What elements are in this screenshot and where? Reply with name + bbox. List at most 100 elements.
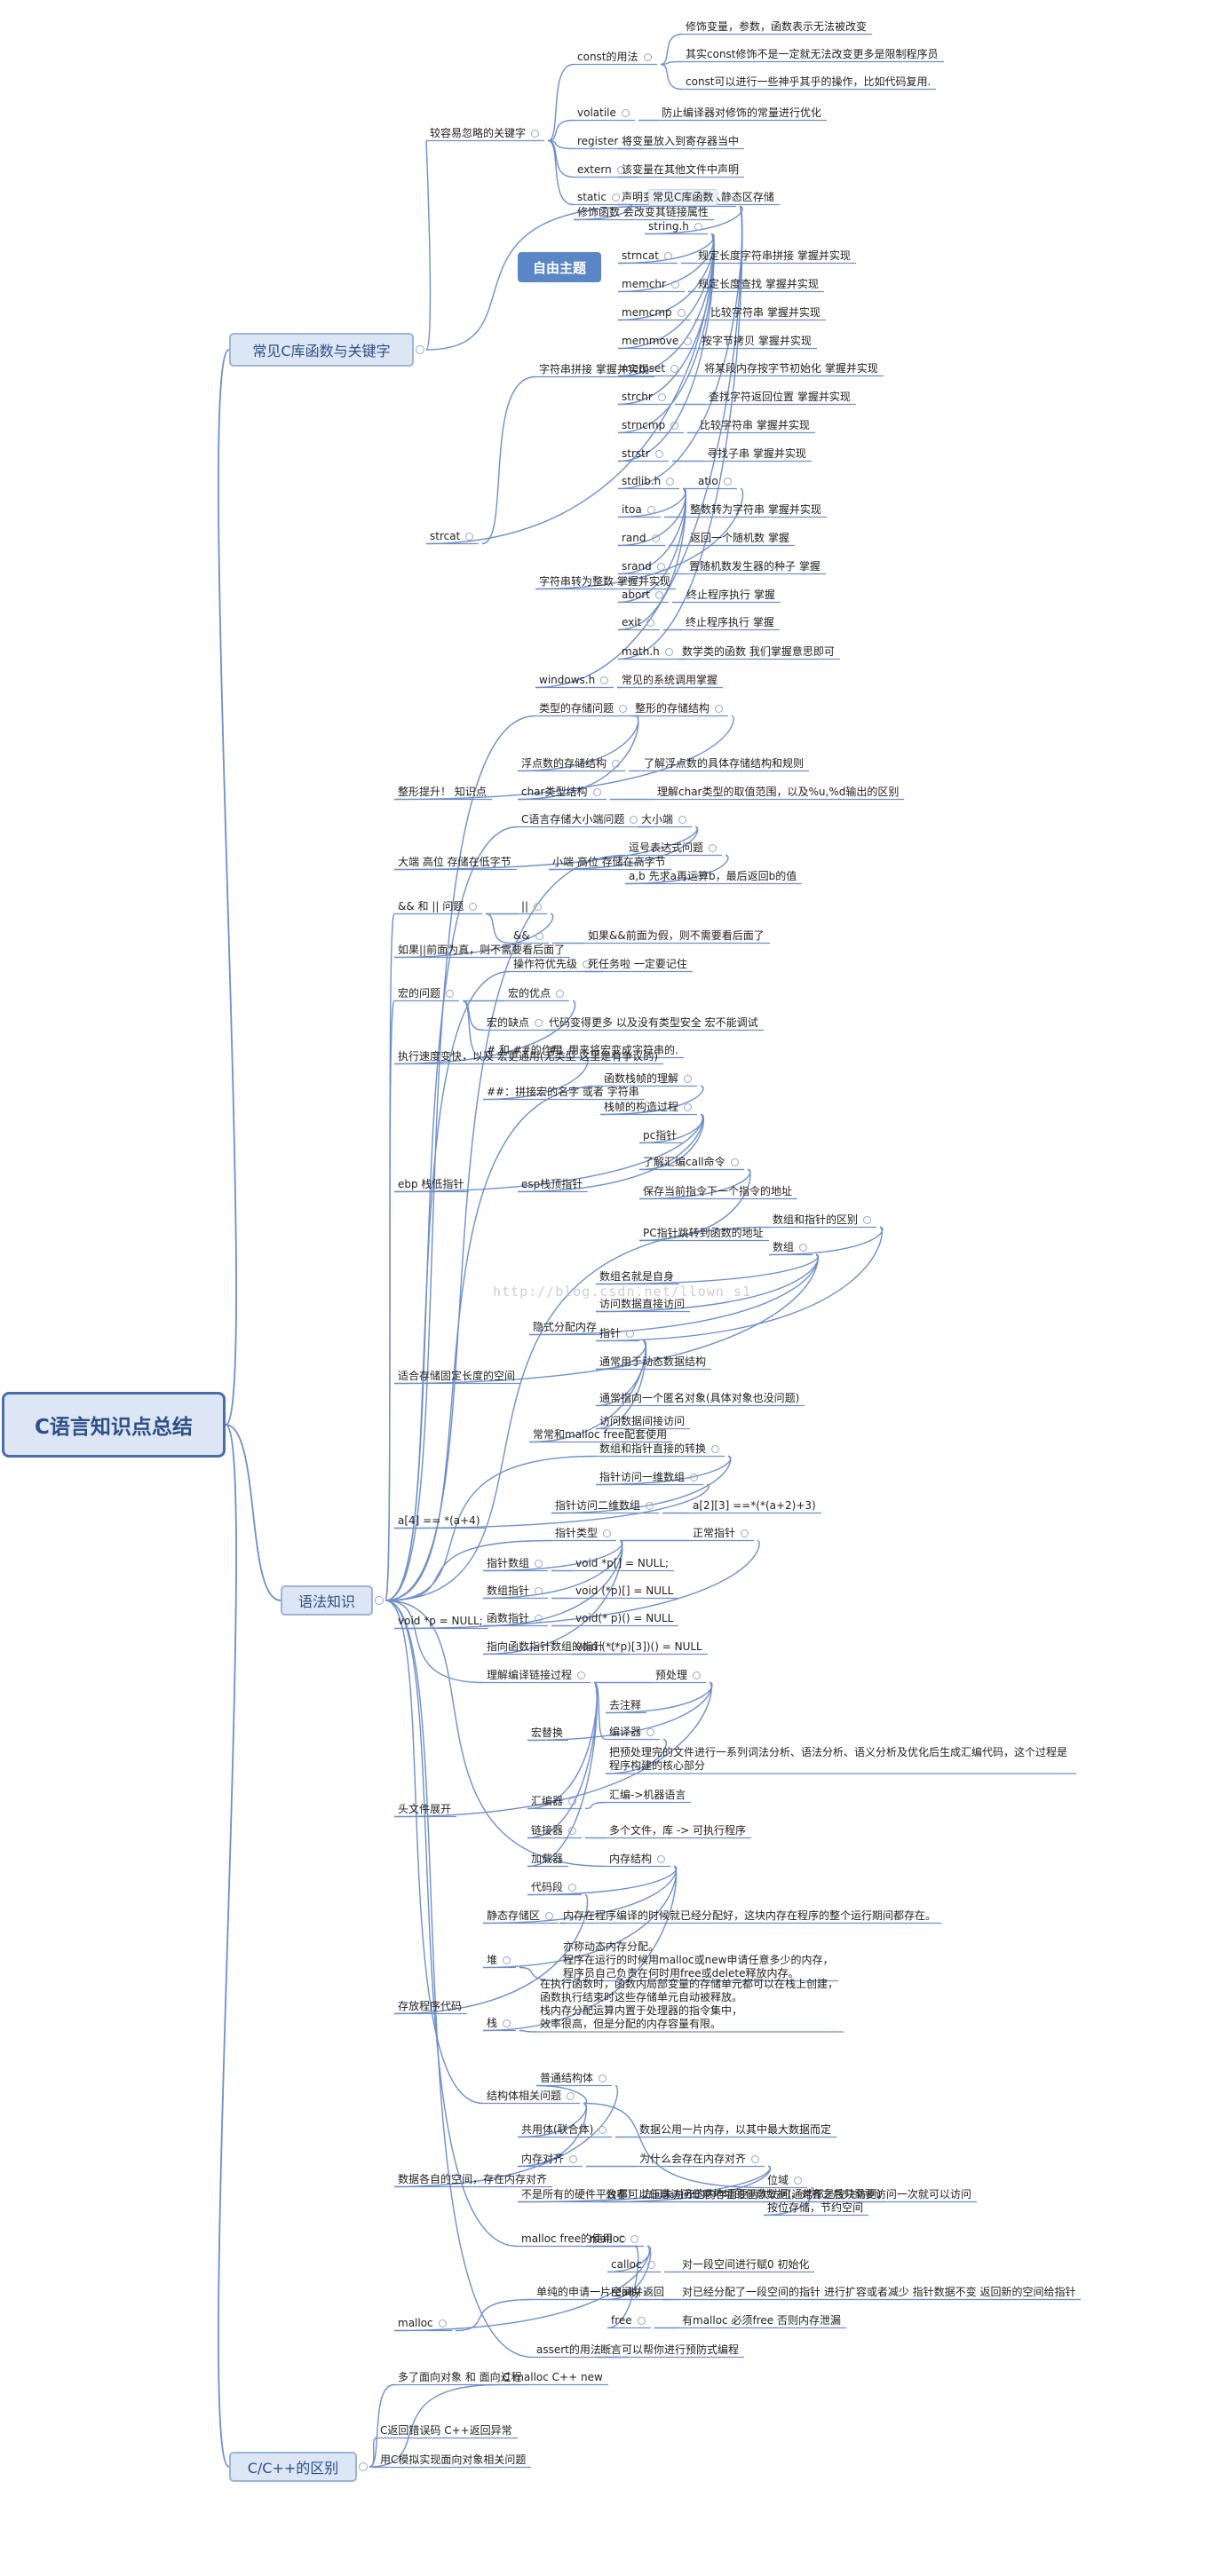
collapse-toggle-icon[interactable] [609, 1642, 618, 1651]
topic-node[interactable]: 通常用于动态数据结构 [599, 1355, 706, 1369]
topic-node[interactable]: strstr [622, 447, 663, 461]
collapse-toggle-icon[interactable] [612, 759, 621, 768]
topic-node[interactable]: 静态存储区 [487, 1909, 554, 1923]
topic-node[interactable]: 理解char类型的取值范围，以及%u,%d输出的区别 [657, 786, 899, 799]
topic-node[interactable]: ##：拼接宏的名字 或者 字符串 [487, 1086, 639, 1099]
collapse-toggle-icon[interactable] [568, 1797, 577, 1806]
collapse-toggle-icon[interactable] [630, 815, 638, 824]
topic-node[interactable]: itoa [622, 503, 655, 517]
topic-node[interactable]: 内存结构 [609, 1853, 666, 1866]
collapse-toggle-icon[interactable] [637, 2316, 646, 2325]
topic-node[interactable]: 查找字符返回位置 掌握并实现 [709, 391, 851, 404]
collapse-toggle-icon[interactable] [723, 193, 732, 201]
topic-node[interactable]: 适合存储固定长度的空间 [398, 1370, 515, 1383]
topic-node[interactable]: 对已经分配了一段空间的指针 进行扩容或者减少 指针数据不变 返回新的空间给指针 [682, 2286, 1075, 2299]
collapse-toggle-icon[interactable] [535, 1586, 543, 1595]
topic-node[interactable]: PC指针跳转到函数的地址 [643, 1227, 764, 1240]
topic-node[interactable]: volatile [577, 107, 630, 120]
topic-node[interactable]: 有malloc 必须free 否则内存泄漏 [682, 2314, 841, 2327]
collapse-toggle-icon[interactable] [611, 193, 620, 201]
topic-node[interactable]: abort [622, 589, 663, 602]
topic-node[interactable]: esp栈顶指针 [521, 1178, 583, 1191]
topic-node[interactable]: 执行速度变快，以及 宏更通用(无类型 这里是有争议的) [398, 1050, 658, 1063]
topic-node[interactable]: 通常指向一个匿名对象(具体对象也没问题) [599, 1392, 799, 1405]
collapse-toggle-icon[interactable] [723, 477, 732, 486]
topic-node[interactable]: 存放程序代码 [398, 2000, 462, 2013]
topic-node[interactable]: && [513, 929, 543, 943]
topic-node[interactable]: 对一段空间进行赋0 初始化 [682, 2258, 809, 2272]
topic-node[interactable]: 寻找子串 掌握并实现 [707, 447, 806, 461]
topic-node[interactable]: 指针数组 [487, 1557, 543, 1570]
topic-node[interactable]: strcat [430, 530, 474, 543]
topic-node[interactable]: 该变量在其他文件中声明 [622, 163, 739, 177]
collapse-toggle-icon[interactable] [651, 533, 660, 542]
collapse-toggle-icon[interactable] [531, 129, 540, 138]
collapse-toggle-icon[interactable] [684, 1102, 693, 1111]
topic-node[interactable]: 比较字符串 掌握并实现 [710, 306, 821, 320]
topic-node[interactable]: malloc free的使用 [521, 2232, 627, 2246]
collapse-toggle-icon[interactable] [657, 392, 666, 401]
topic-node[interactable]: 置随机数发生器的种子 掌握 [689, 560, 821, 573]
topic-node[interactable]: 指针类型 [555, 1527, 612, 1540]
collapse-toggle-icon[interactable] [670, 364, 679, 373]
topic-node[interactable]: void(* p)() = NULL [575, 1612, 673, 1625]
free-topic-tag[interactable]: 自由主题 [518, 252, 601, 282]
collapse-toggle-icon[interactable] [535, 1018, 543, 1027]
topic-node[interactable]: 结构体相关问题 [487, 2090, 575, 2103]
topic-node[interactable]: a[2][3] ==*(*(a+2)+3) [693, 1499, 816, 1513]
topic-node[interactable]: 大端 高位 存储在低字节 [398, 856, 511, 869]
collapse-toggle-icon[interactable] [606, 2345, 614, 2354]
topic-node[interactable]: 返回一个随机数 掌握 [690, 532, 789, 545]
topic-node[interactable]: a[4] == *(a+4) [398, 1514, 480, 1528]
topic-node[interactable]: 用C模拟实现面向对象相关问题 [380, 2454, 526, 2467]
collapse-toggle-icon[interactable] [711, 1444, 720, 1453]
topic-node[interactable]: assert的用法 [536, 2343, 614, 2357]
collapse-toggle-icon[interactable] [646, 618, 655, 627]
topic-node[interactable]: 位域 [767, 2174, 803, 2187]
topic-node[interactable]: 终止程序执行 掌握 [686, 589, 775, 602]
collapse-toggle-icon[interactable] [690, 1473, 699, 1482]
topic-node[interactable]: a,b 先求a再运算b，最后返回b的值 [629, 870, 797, 883]
topic-node[interactable]: || [521, 900, 543, 913]
collapse-toggle-icon[interactable] [535, 931, 543, 940]
collapse-toggle-icon[interactable] [677, 308, 686, 317]
topic-node[interactable]: 不是所有的硬件平台都可以任意访问任意地址的任意数据(通常都是按块访问) [521, 2188, 881, 2201]
topic-node[interactable]: strncmp [622, 419, 679, 432]
topic-node[interactable]: 终止程序执行 掌握 [686, 616, 774, 629]
topic-node[interactable]: 宏的优点 [508, 987, 565, 1000]
collapse-toggle-icon[interactable] [684, 1074, 693, 1083]
topic-node[interactable]: char类型结构 [521, 786, 601, 799]
topic-node[interactable]: 数学类的函数 我们掌握意思即可 [682, 645, 835, 659]
collapse-toggle-icon[interactable] [568, 1826, 577, 1835]
topic-node[interactable]: 代码变得更多 以及没有类型安全 宏不能调试 [549, 1016, 758, 1030]
topic-node[interactable]: 数组和指针的区别 [773, 1213, 872, 1227]
topic-node[interactable]: extern [577, 163, 625, 177]
main-topic[interactable]: 常见C库函数与关键字 [229, 333, 424, 367]
topic-node[interactable]: windows.h [539, 674, 609, 687]
topic-node[interactable]: void (*p)[] = NULL [575, 1584, 673, 1598]
collapse-toggle-icon[interactable] [603, 1529, 612, 1537]
collapse-toggle-icon[interactable] [567, 2091, 575, 2100]
collapse-toggle-icon[interactable] [621, 108, 630, 117]
topic-node[interactable]: memcmp [622, 306, 686, 320]
collapse-toggle-icon[interactable] [663, 251, 672, 260]
collapse-toggle-icon[interactable] [626, 1329, 635, 1338]
topic-node[interactable]: atio [698, 475, 732, 488]
collapse-toggle-icon[interactable] [646, 2288, 654, 2296]
collapse-toggle-icon[interactable] [503, 2019, 511, 2027]
collapse-toggle-icon[interactable] [670, 421, 679, 430]
collapse-toggle-icon[interactable] [654, 449, 663, 458]
topic-node[interactable]: 逗号表达式问题 [629, 842, 717, 855]
collapse-toggle-icon[interactable] [569, 2154, 578, 2163]
collapse-toggle-icon[interactable] [545, 1911, 554, 1920]
topic-node[interactable]: 访问数据直接访问 [599, 1298, 685, 1311]
topic-node[interactable]: 保存当前指令下一个指令的地址 [643, 1185, 792, 1198]
topic-node[interactable]: 访问数据间接访问 [599, 1415, 685, 1428]
collapse-toggle-icon[interactable] [670, 280, 679, 288]
topic-node[interactable]: 数据公用一片内存，以其中最大数据而定 [639, 2123, 831, 2137]
topic-node[interactable]: register [577, 135, 632, 148]
collapse-toggle-icon[interactable] [567, 1046, 576, 1055]
topic-node[interactable]: 断言可以帮你进行预防式编程 [600, 2343, 739, 2357]
collapse-toggle-icon[interactable] [730, 1158, 739, 1166]
collapse-toggle-icon[interactable] [556, 989, 565, 998]
